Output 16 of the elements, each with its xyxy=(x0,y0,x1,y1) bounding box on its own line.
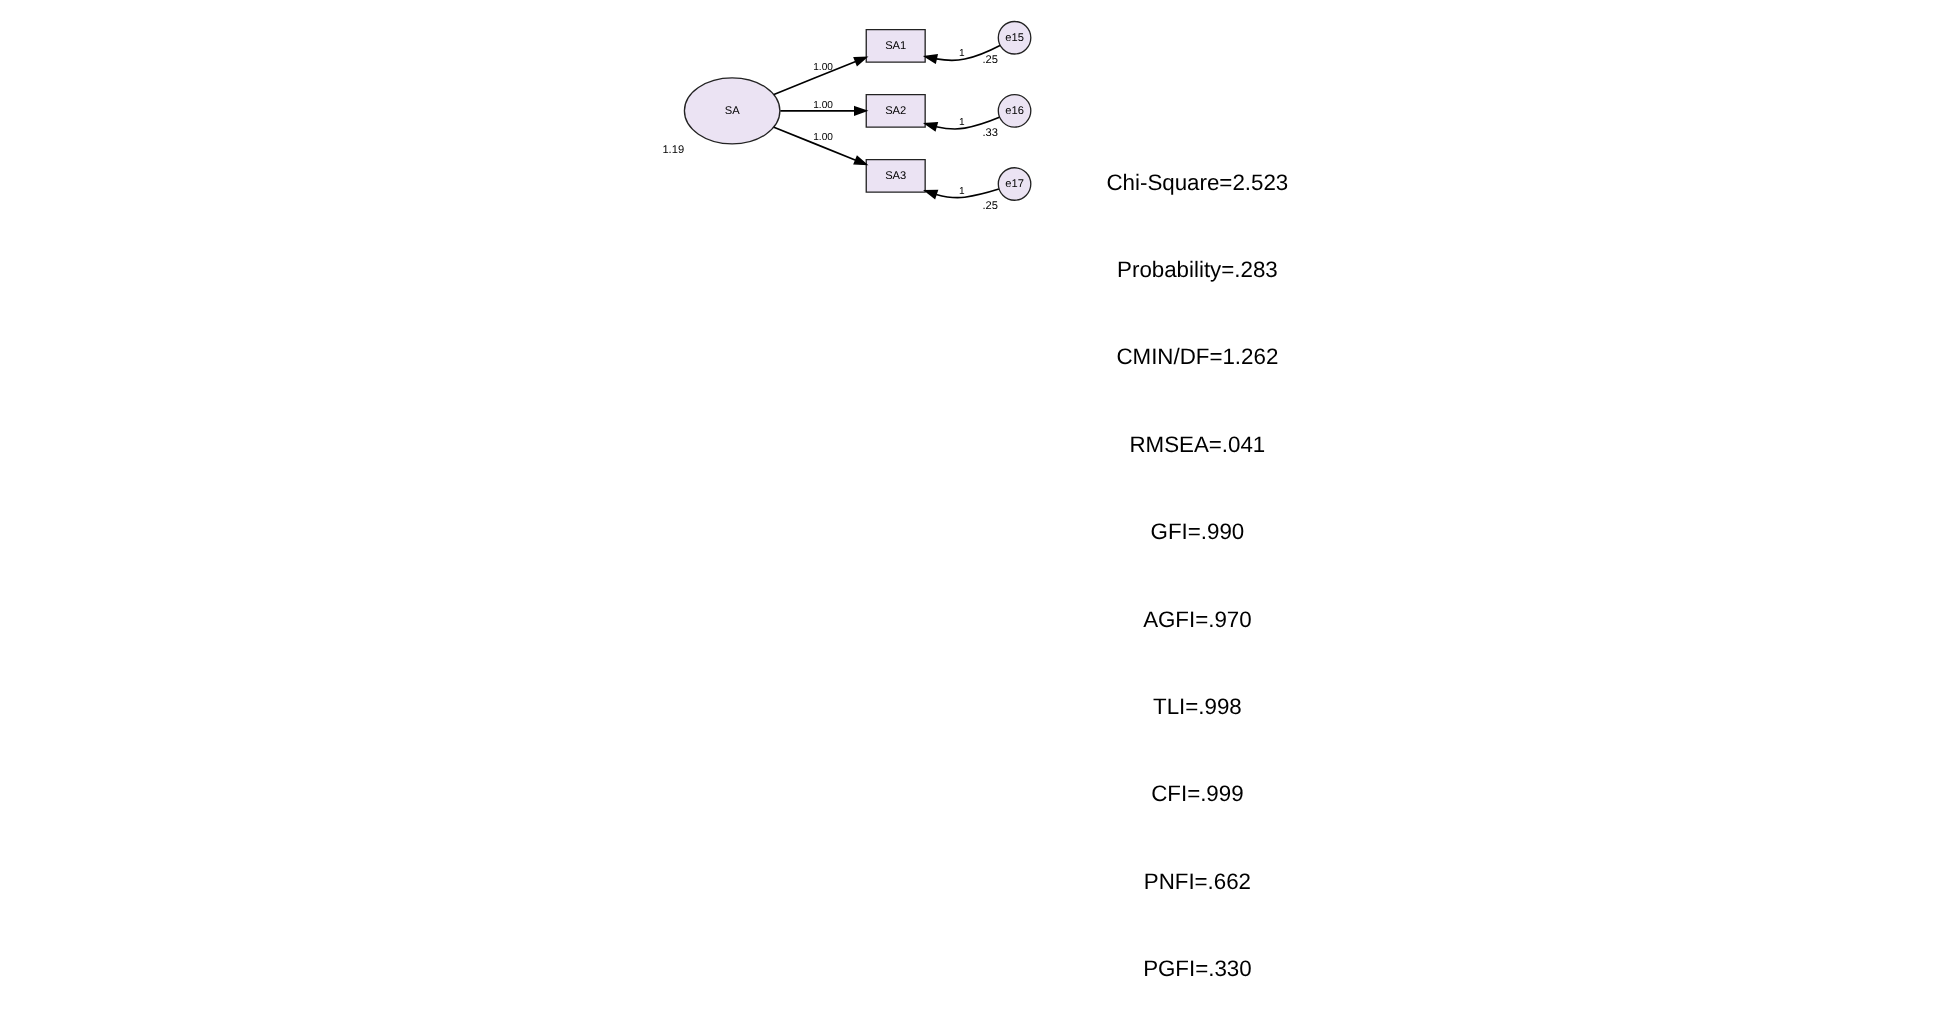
arrow xyxy=(772,56,868,96)
label: PGFI=.330 xyxy=(1142,957,1251,982)
label: CFI=.999 xyxy=(1150,783,1243,808)
arrow xyxy=(921,116,1000,132)
arrow xyxy=(922,188,999,200)
label: PNFI=.662 xyxy=(1142,870,1251,895)
arrow xyxy=(772,126,868,166)
label: CMIN/DF=1.262 xyxy=(1115,346,1278,371)
label: Probability=.283 xyxy=(1116,259,1277,284)
label: GFI=.990 xyxy=(1149,521,1244,546)
label: TLI=.998 xyxy=(1152,695,1241,720)
label: Chi-Square=2.523 xyxy=(1105,171,1288,196)
arrow xyxy=(778,105,868,116)
arrow xyxy=(921,44,1000,64)
label: RMSEA=.041 xyxy=(1128,433,1265,458)
label: AGFI=.970 xyxy=(1142,608,1251,633)
